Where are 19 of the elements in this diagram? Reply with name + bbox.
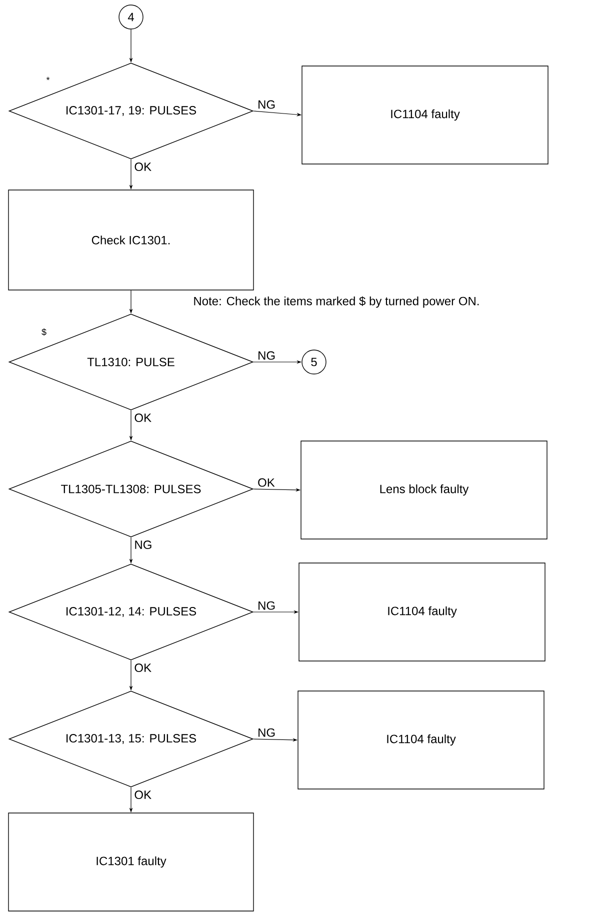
note-text: Note: Check the items marked $ by turned power ON. — [194, 296, 479, 308]
edge-label: OK — [134, 790, 152, 800]
edge-label: OK — [258, 478, 275, 487]
edge-label: NG — [258, 728, 275, 737]
marker-symbol: $ — [42, 328, 46, 336]
process-box: IC1104 faulty — [298, 690, 544, 790]
edge-label: OK — [134, 664, 152, 672]
process-box: IC1104 faulty — [302, 66, 548, 164]
edge-label: NG — [258, 601, 275, 610]
process-box: Check IC1301. — [8, 190, 254, 290]
edge-label: NG — [258, 351, 275, 360]
edge-label: NG — [258, 100, 275, 109]
process-box: IC1301 faulty — [8, 812, 254, 912]
process-box: IC1104 faulty — [298, 562, 546, 662]
edge-label: NG — [135, 540, 152, 550]
edge-label: OK — [134, 414, 152, 422]
process-box: Lens block faulty — [300, 440, 548, 540]
marker-symbol: * — [46, 76, 50, 80]
edge-label: OK — [134, 162, 152, 172]
